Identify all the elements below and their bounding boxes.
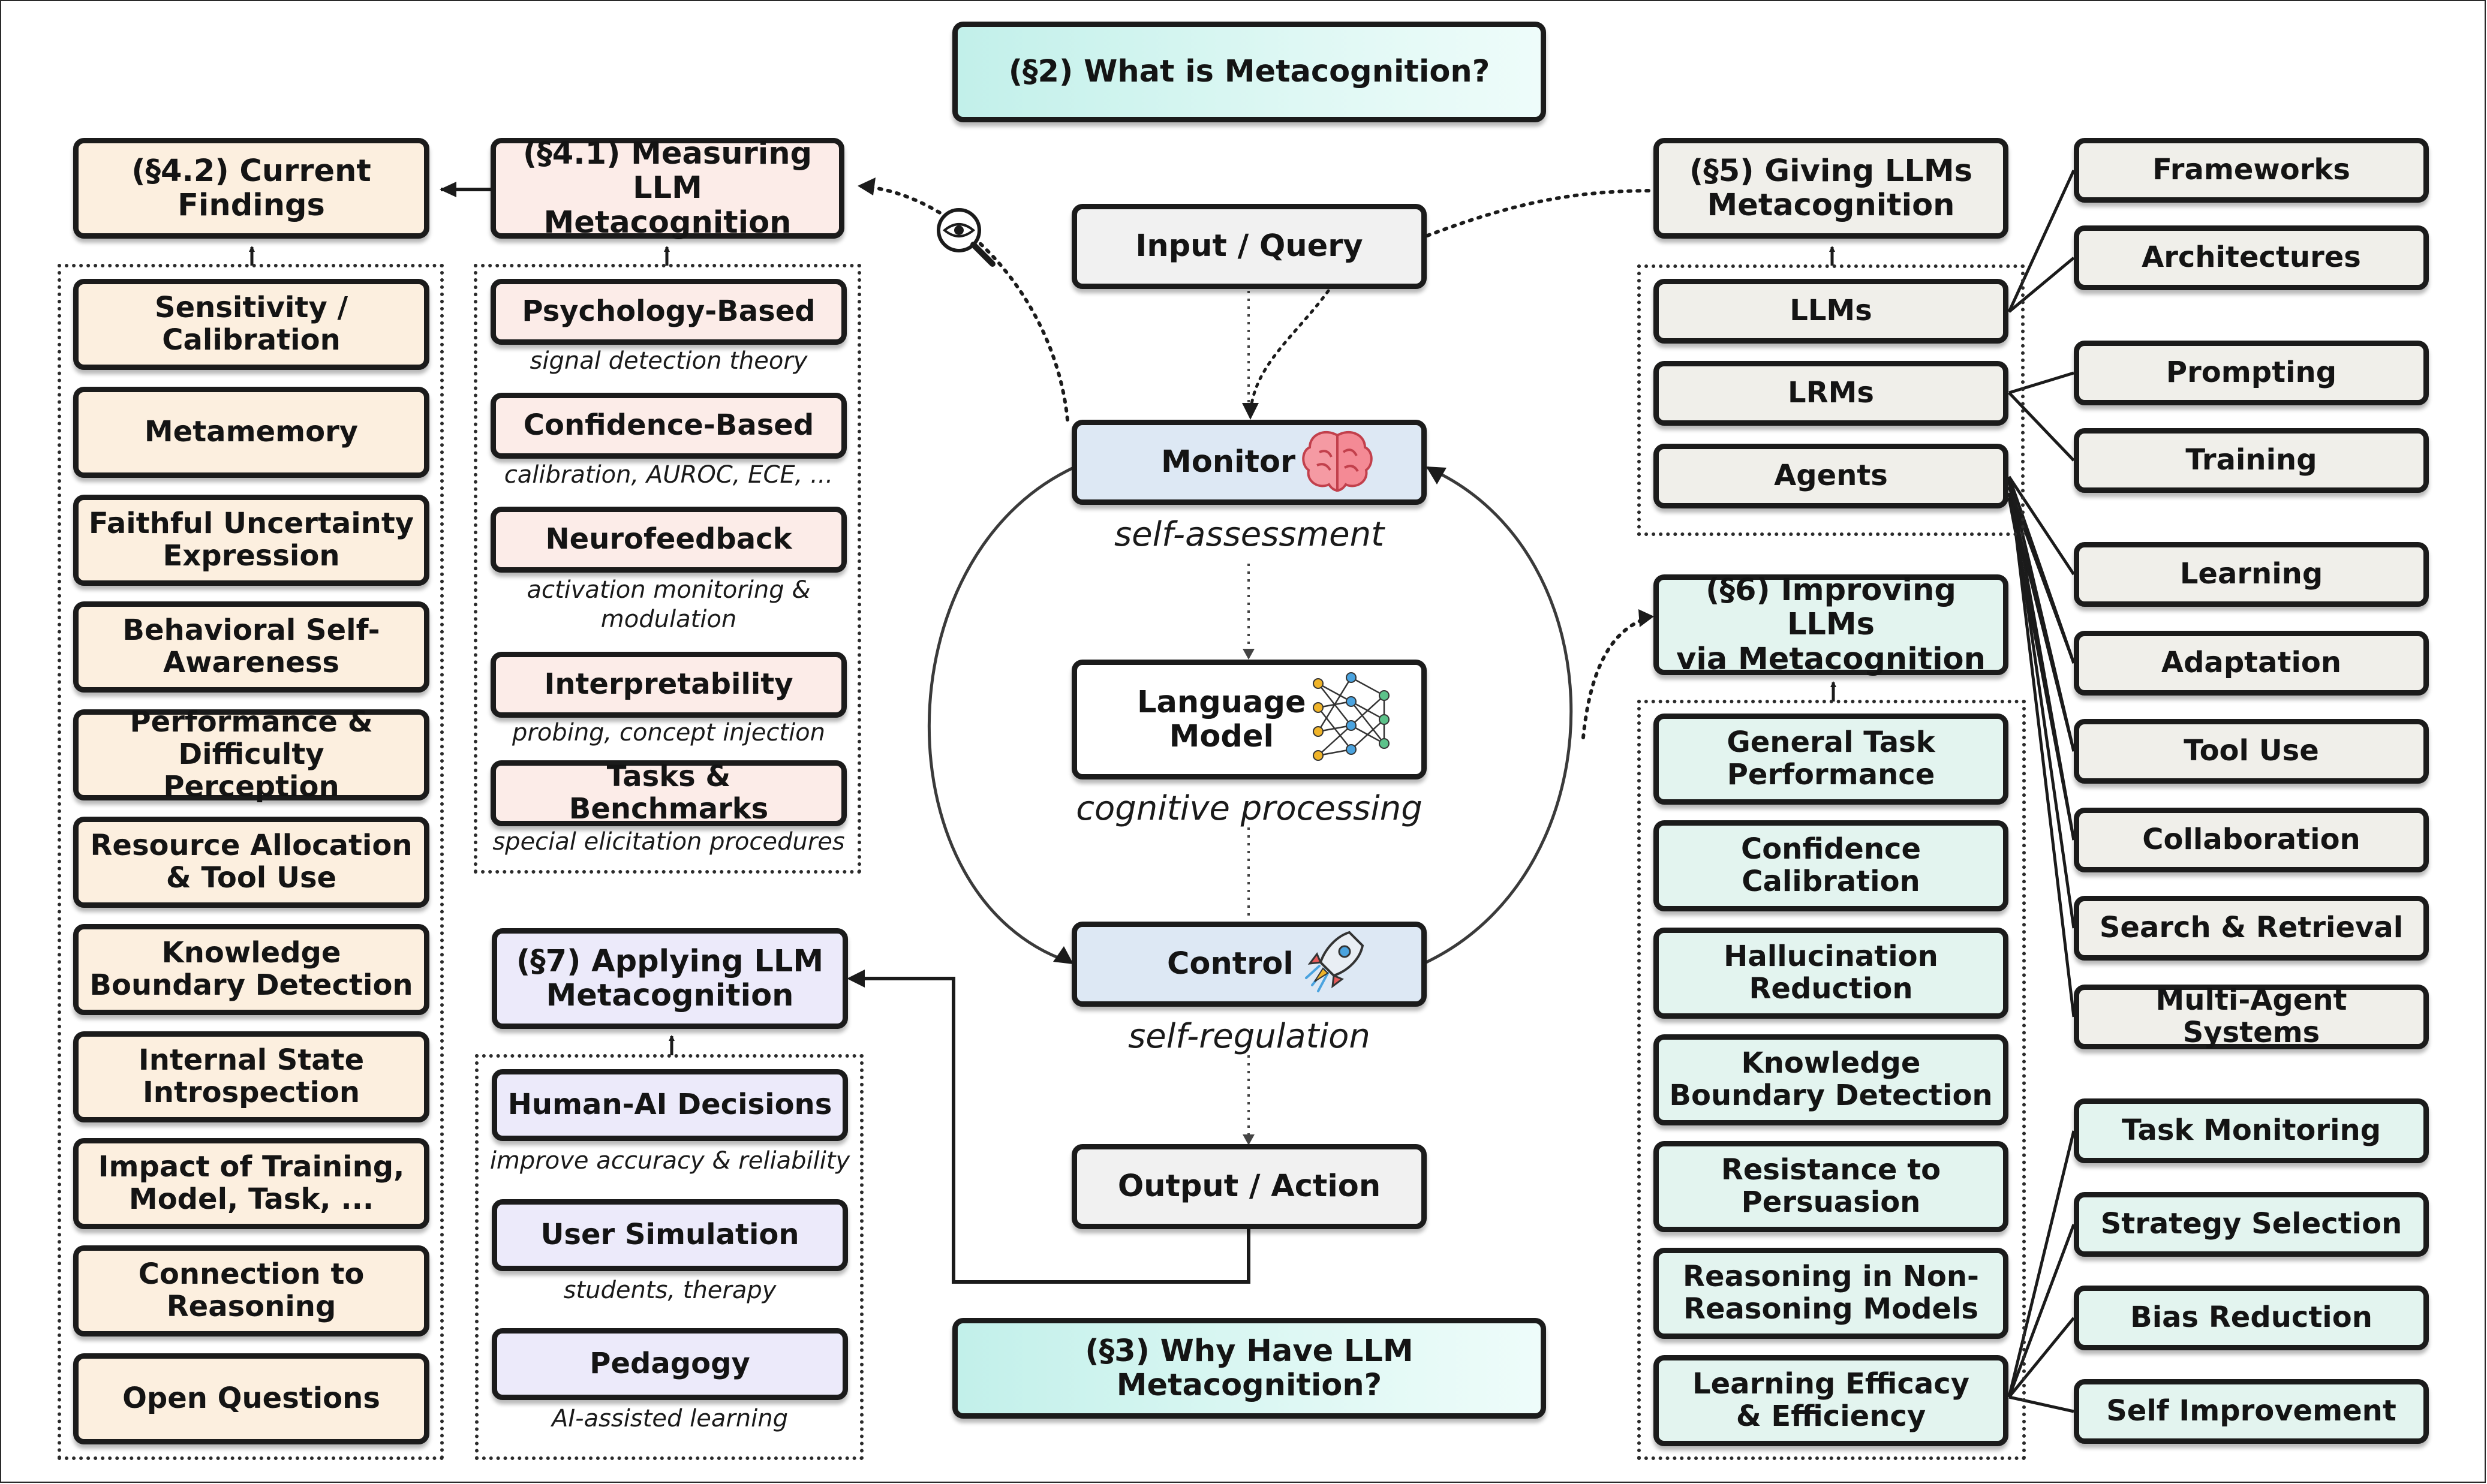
giving-leaf[interactable]: Multi-Agent Systems [2074,984,2429,1049]
giving-leaf[interactable]: Learning [2074,542,2429,607]
section-why-have-metacognition[interactable]: (§3) Why Have LLM Metacognition? [952,1318,1546,1419]
applying-arrowhead [847,970,865,988]
applying-group-frame [475,1054,864,1460]
input-to-giving-link [1426,189,1655,237]
giving-group-frame [1637,264,2025,536]
brain-icon [1302,431,1373,492]
neural-network-icon [1313,672,1390,761]
measuring-header[interactable]: (§4.1) Measuring LLM Metacognition [491,137,844,240]
improving-leaf[interactable]: Strategy Selection [2074,1192,2429,1257]
measuring-caption: signal detection theory [530,347,808,375]
output-arrowhead [1243,1134,1255,1145]
monitor-label: Monitor [1161,444,1296,480]
findings-item[interactable]: Open Questions [73,1353,429,1444]
monitor-return-arrowhead [1426,466,1447,484]
section-what-is-metacognition[interactable]: (§2) What is Metacognition? [952,22,1546,122]
findings-group-frame [58,264,444,1460]
language-model-caption: cognitive processing [1076,789,1423,828]
input-query-box[interactable]: Input / Query [1072,204,1427,289]
measuring-caption: special elicitation procedures [492,828,845,856]
improving-arrowhead [1638,609,1654,627]
measuring-arrowhead [858,177,876,195]
improving-item[interactable]: Confidence Calibration [1653,820,2008,911]
language-model-label: Language Model [1137,684,1306,754]
measuring-caption: activation monitoring & modulation [527,576,811,633]
giving-item[interactable]: LLMs [1653,279,2008,344]
improving-item[interactable]: General Task Performance [1653,714,2008,805]
measuring-item[interactable]: Interpretability [491,652,847,718]
findings-item[interactable]: Resource Allocation & Tool Use [73,817,429,908]
findings-item[interactable]: Performance & Difficulty Perception [73,706,429,803]
measuring-item[interactable]: Confidence-Based [491,393,847,459]
monitor-box[interactable]: Monitor [1072,420,1427,505]
findings-item[interactable]: Impact of Training, Model, Task, ... [73,1138,429,1229]
improving-group-frame [1637,700,2026,1460]
giving-leaf[interactable]: Collaboration [2074,808,2429,872]
magnifier-eye-icon [937,208,996,267]
improving-item[interactable]: Hallucination Reduction [1653,928,2008,1019]
rocket-icon [1305,931,1364,992]
giving-fan-lines [2007,169,2076,1018]
loop-to-improving-link [1581,616,1651,739]
measuring-caption: calibration, AUROC, ECE, ... [504,461,834,489]
language-model-box[interactable]: Language Model [1072,660,1427,779]
findings-item[interactable]: Metamemory [73,387,429,478]
applying-item[interactable]: Human-AI Decisions [492,1069,848,1141]
applying-header[interactable]: (§7) Applying LLM Metacognition [492,928,848,1029]
measuring-item[interactable]: Neurofeedback [491,507,847,573]
giving-leaf[interactable]: Training [2074,428,2429,493]
applying-caption: AI-assisted learning [551,1405,789,1432]
control-label: Control [1167,946,1294,982]
improving-header[interactable]: (§6) Improving LLMs via Metacognition [1653,573,2008,676]
measuring-item[interactable]: Psychology-Based [491,279,847,345]
improving-leaf[interactable]: Task Monitoring [2074,1098,2429,1163]
improving-item[interactable]: Knowledge Boundary Detection [1653,1034,2008,1125]
control-arrowhead [1053,946,1073,964]
output-action-box[interactable]: Output / Action [1072,1144,1427,1229]
giving-leaf[interactable]: Architectures [2074,225,2429,290]
applying-item[interactable]: Pedagogy [492,1328,848,1400]
loop-left-arc [927,466,1075,964]
monitor-caption: self-assessment [1114,515,1385,554]
monitor-to-measuring-link [856,184,1069,422]
improving-leaf[interactable]: Bias Reduction [2074,1286,2429,1350]
measuring-caption: probing, concept injection [512,719,825,746]
giving-leaf[interactable]: Adaptation [2074,631,2429,696]
control-box[interactable]: Control [1072,922,1427,1007]
monitor-arrowhead [1242,403,1259,420]
improving-leaf[interactable]: Self Improvement [2074,1379,2429,1444]
improving-item[interactable]: Learning Efficacy & Efficiency [1653,1355,2008,1446]
giving-item[interactable]: Agents [1653,444,2008,508]
findings-item[interactable]: Connection to Reasoning [73,1245,429,1336]
applying-item[interactable]: User Simulation [492,1199,848,1271]
applying-caption: improve accuracy & reliability [489,1147,850,1175]
improving-item[interactable]: Reasoning in Non- Reasoning Models [1653,1248,2008,1339]
measuring-item[interactable]: Tasks & Benchmarks [491,760,847,826]
findings-item[interactable]: Faithful Uncertainty Expression [73,495,429,586]
findings-header[interactable]: (§4.2) Current Findings [73,138,429,239]
control-caption: self-regulation [1128,1017,1370,1056]
giving-header[interactable]: (§5) Giving LLMs Metacognition [1653,138,2008,239]
giving-leaf[interactable]: Frameworks [2074,138,2429,203]
findings-item[interactable]: Internal State Introspection [73,1031,429,1122]
output-to-applying-connector [850,977,1250,1284]
giving-item[interactable]: LRMs [1653,361,2008,426]
applying-caption: students, therapy [563,1277,777,1304]
measuring-group-frame [474,264,861,874]
findings-item[interactable]: Knowledge Boundary Detection [73,924,429,1015]
improving-item[interactable]: Resistance to Persuasion [1653,1141,2008,1232]
improving-fan-lines [2007,1130,2076,1413]
giving-leaf[interactable]: Tool Use [2074,719,2429,784]
giving-leaf[interactable]: Prompting [2074,341,2429,405]
loop-right-arc [1425,466,1573,964]
findings-item[interactable]: Behavioral Self- Awareness [73,601,429,693]
findings-item[interactable]: Sensitivity / Calibration [73,279,429,370]
lm-arrowhead [1243,649,1255,660]
giving-leaf[interactable]: Search & Retrieval [2074,896,2429,961]
input-curve-to-monitor [1249,289,1330,416]
